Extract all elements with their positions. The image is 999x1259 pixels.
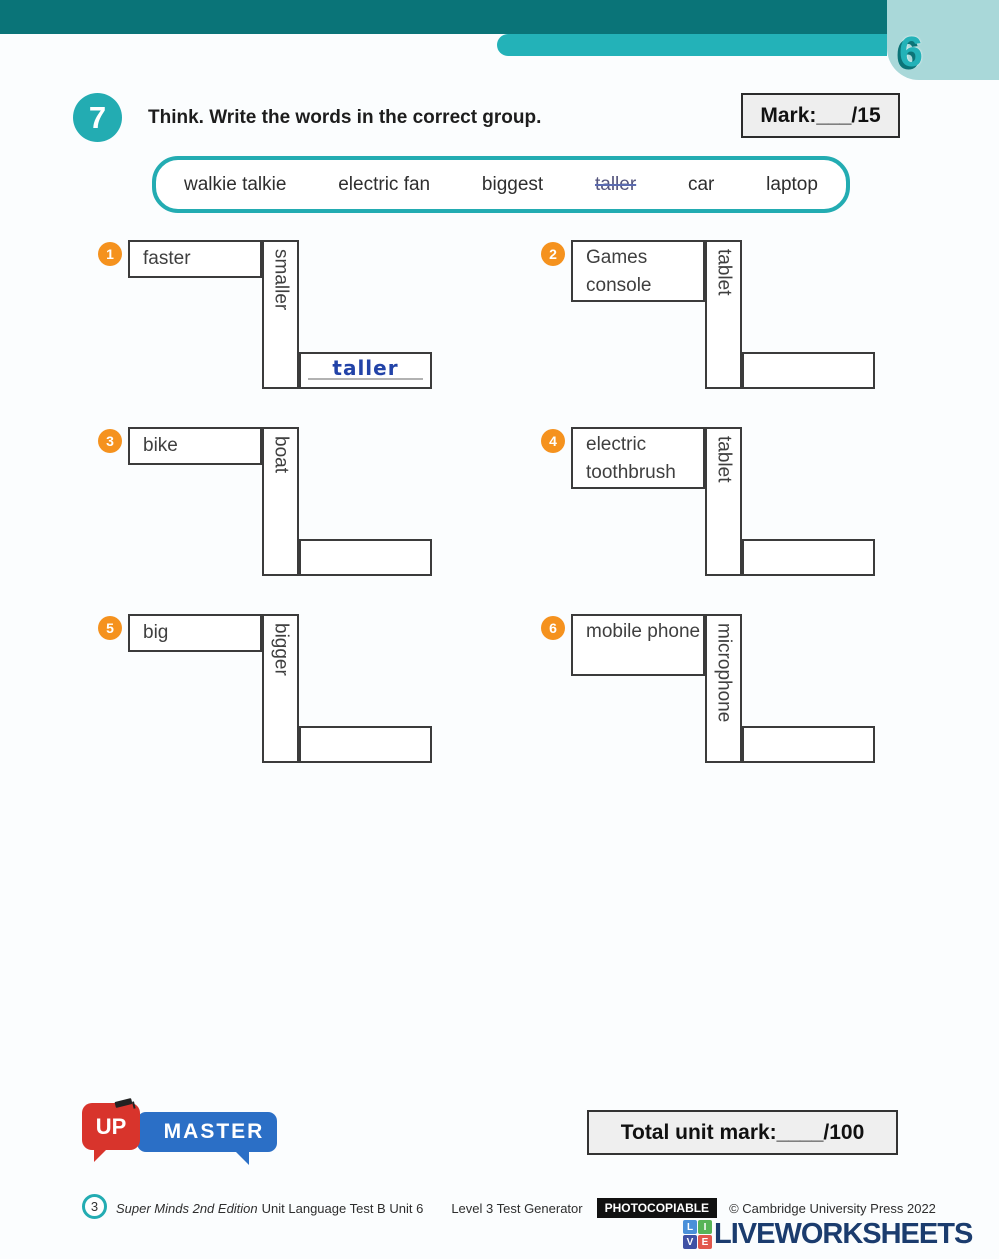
- exercise-number-badge: 5: [98, 616, 122, 640]
- word-bank-word: walkie talkie: [184, 173, 287, 195]
- answer-underline: [308, 378, 423, 380]
- exercise-category-label: bigger: [270, 623, 292, 676]
- word-bank-word-struck: taller: [594, 173, 637, 195]
- photocopiable-badge: PHOTOCOPIABLE: [596, 1198, 718, 1218]
- grid-letter: L: [683, 1220, 697, 1234]
- unit-number-badge: 6: [899, 28, 923, 76]
- up-label: UP: [95, 1113, 127, 1139]
- footer-credits: Super Minds 2nd Edition Unit Language Te…: [116, 1198, 936, 1218]
- up-master-logo: MASTER UP: [80, 1098, 290, 1170]
- answer-input-3[interactable]: [299, 539, 432, 576]
- document-title: Unit Language Test B Unit 6: [261, 1200, 424, 1216]
- header-bar-dark: [0, 0, 887, 34]
- up-speech-bubble: UP: [82, 1098, 140, 1162]
- liveworksheets-grid-icon: L I V E: [683, 1220, 712, 1249]
- copyright-notice: © Cambridge University Press 2022: [729, 1200, 936, 1216]
- exercise-category-box: bigger: [262, 614, 299, 763]
- exercise-number-badge: 1: [98, 242, 122, 266]
- exercise-3: 3 bike boat: [98, 427, 432, 577]
- master-speech-bubble: MASTER: [137, 1112, 277, 1165]
- exercise-category-label: smaller: [270, 249, 292, 311]
- exercise-4: 4 electric toothbrush tablet: [541, 427, 875, 577]
- grid-letter: E: [698, 1235, 712, 1249]
- liveworksheets-wordmark: LIVEWORKSHEETS: [714, 1218, 973, 1250]
- exercise-category-label: tablet: [713, 249, 735, 296]
- exercise-category-box: tablet: [705, 427, 742, 576]
- header-corner-block: [887, 0, 999, 80]
- exercise-word-box: electric toothbrush: [571, 427, 705, 489]
- total-unit-mark-box: Total unit mark:____/100: [587, 1110, 898, 1155]
- generator-label: Level 3 Test Generator: [451, 1200, 583, 1216]
- answer-input-5[interactable]: [299, 726, 432, 763]
- answer-input-2[interactable]: [742, 352, 875, 389]
- exercise-word-box: big: [128, 614, 262, 652]
- liveworksheets-logo[interactable]: L I V E LIVEWORKSHEETS: [683, 1218, 973, 1251]
- master-label: MASTER: [163, 1120, 265, 1143]
- exercise-6: 6 mobile phone microphone: [541, 614, 875, 764]
- exercise-word-box: bike: [128, 427, 262, 465]
- word-bank-word: laptop: [766, 173, 818, 195]
- mark-score-box: Mark:___/15: [741, 93, 900, 138]
- exercise-number-badge: 4: [541, 429, 565, 453]
- exercise-number-badge: 6: [541, 616, 565, 640]
- header-bar-teal: [497, 34, 887, 56]
- exercise-category-label: tablet: [713, 436, 735, 483]
- question-instruction: Think. Write the words in the correct gr…: [148, 107, 542, 128]
- page-number-badge: 3: [82, 1194, 107, 1219]
- answer-input-4[interactable]: [742, 539, 875, 576]
- exercise-category-label: boat: [270, 436, 292, 473]
- exercise-word-box: Games console: [571, 240, 705, 302]
- question-number-badge: 7: [73, 93, 122, 142]
- exercise-1: 1 faster smaller taller: [98, 240, 432, 390]
- answer-input-1[interactable]: taller: [299, 352, 432, 389]
- answer-input-6[interactable]: [742, 726, 875, 763]
- word-bank: walkie talkie electric fan biggest talle…: [152, 156, 850, 213]
- exercise-word-box: faster: [128, 240, 262, 278]
- exercise-2: 2 Games console tablet: [541, 240, 875, 390]
- red-bubble-tail: [94, 1148, 108, 1162]
- blue-bubble-tail: [234, 1150, 249, 1165]
- exercise-category-box: boat: [262, 427, 299, 576]
- exercise-5: 5 big bigger: [98, 614, 432, 764]
- answer-text: taller: [332, 356, 399, 380]
- exercise-category-box: tablet: [705, 240, 742, 389]
- word-bank-word: biggest: [481, 173, 544, 195]
- exercise-number-badge: 3: [98, 429, 122, 453]
- series-title: Super Minds 2nd Edition: [116, 1200, 258, 1216]
- exercise-number-badge: 2: [541, 242, 565, 266]
- exercise-category-box: smaller: [262, 240, 299, 389]
- word-bank-word: car: [687, 173, 715, 195]
- word-bank-word: electric fan: [338, 173, 431, 195]
- exercise-word-box: mobile phone: [571, 614, 705, 676]
- grid-letter: V: [683, 1235, 697, 1249]
- exercise-category-box: microphone: [705, 614, 742, 763]
- exercise-category-label: microphone: [713, 623, 735, 723]
- graduation-cap-icon: [114, 1098, 133, 1108]
- grid-letter: I: [698, 1220, 712, 1234]
